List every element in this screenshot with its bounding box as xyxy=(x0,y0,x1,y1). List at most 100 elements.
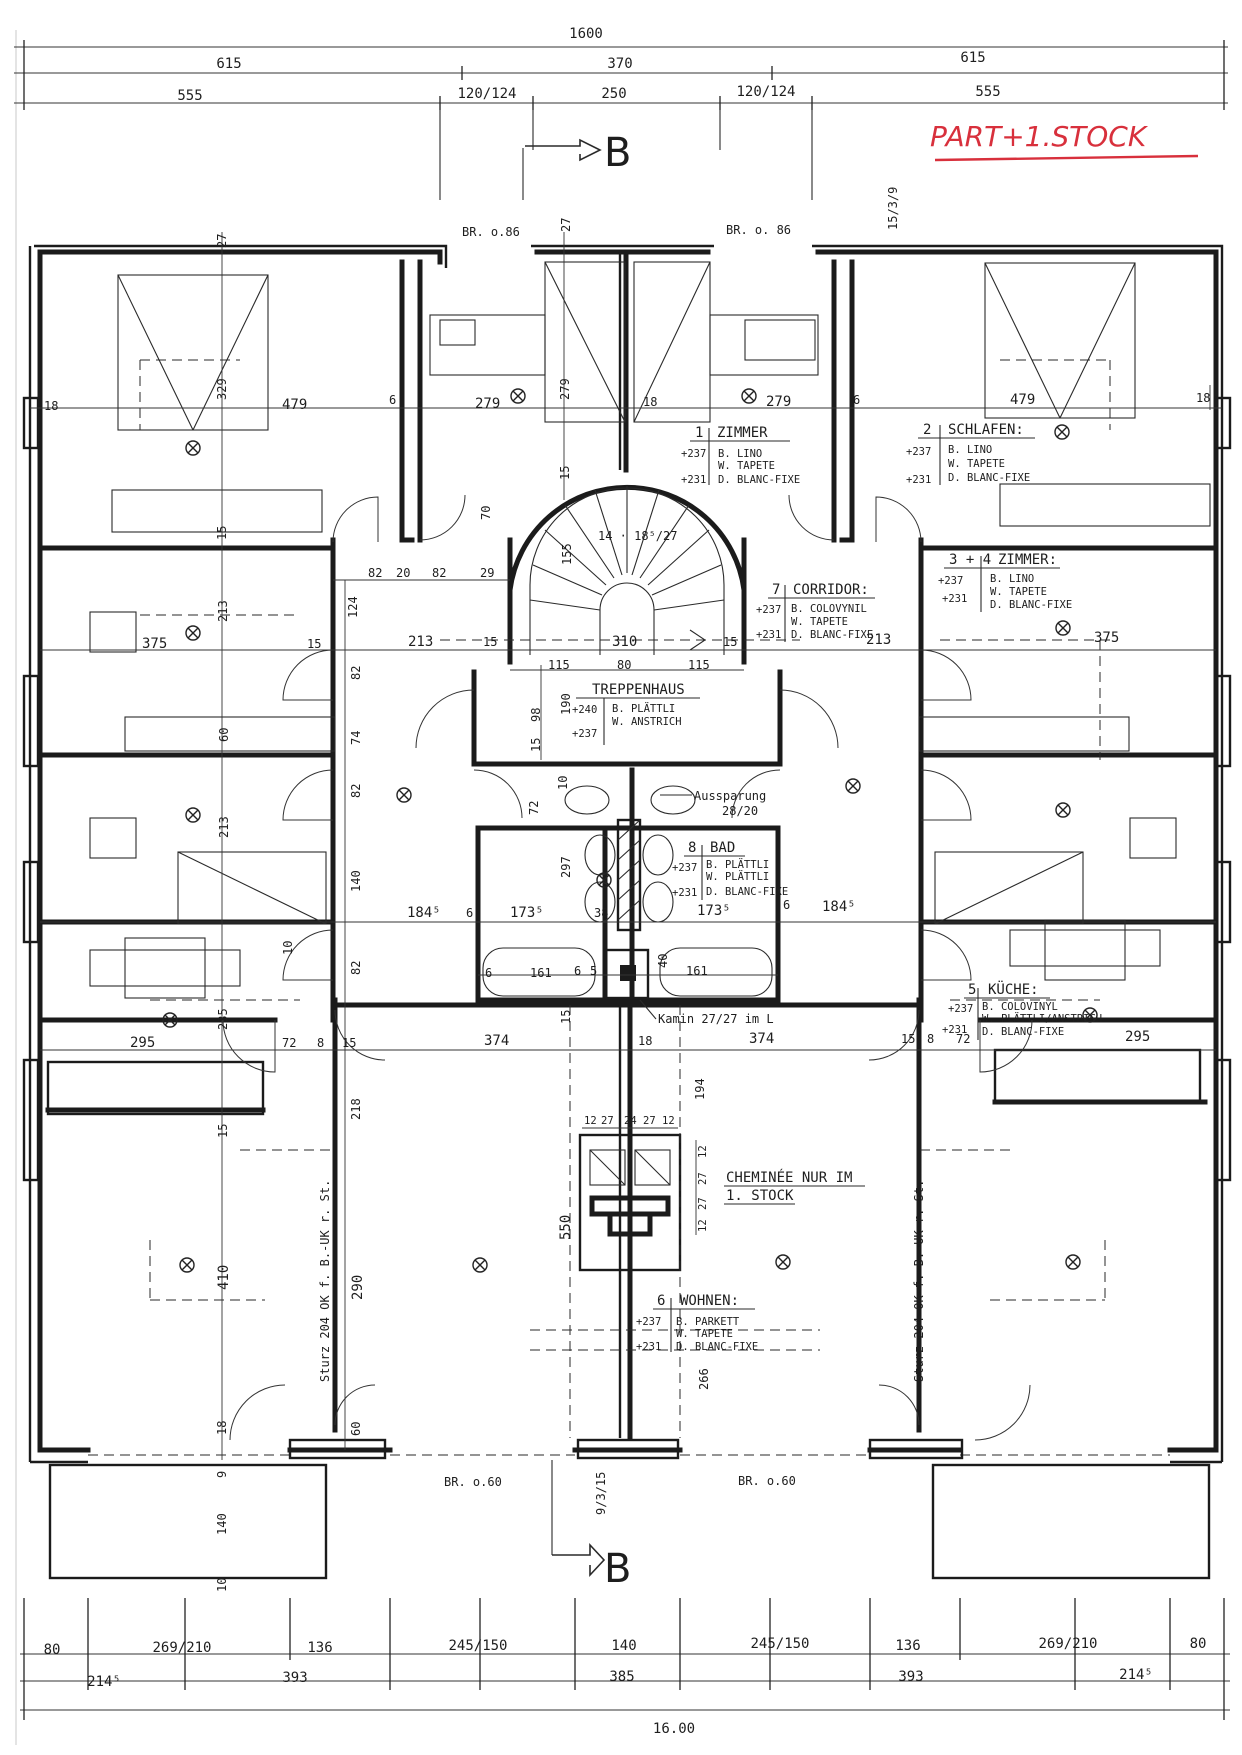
dim-74: 74 xyxy=(349,731,363,745)
room-bad-l2: W. PLÄTTLI xyxy=(706,870,769,883)
dim-173r: 173⁵ xyxy=(697,903,731,919)
room-treppenhaus-l2: W. ANSTRICH xyxy=(612,716,682,728)
dim-15c: 15 xyxy=(307,637,321,651)
dim-72: 72 xyxy=(527,801,541,815)
dim-115b: 115 xyxy=(688,658,710,672)
dim-213d: 213 xyxy=(217,816,231,838)
room-zimmer-l1: B. LINO xyxy=(718,448,762,460)
dim-15a: 15 xyxy=(558,466,572,480)
section-label-bottom: B xyxy=(604,1546,631,1592)
room-schlafen-name: SCHLAFEN: xyxy=(948,422,1024,438)
room-wohnen-l1-h: +237 xyxy=(636,1316,661,1328)
room-kueche-l1: B. COLOVINYL xyxy=(982,1001,1058,1013)
dim-161a: 161 xyxy=(530,966,552,980)
room-corridor-l1-h: +237 xyxy=(756,604,781,616)
dim-615-right: 615 xyxy=(960,50,985,66)
cdim-12b: 12 xyxy=(662,1115,675,1127)
room-zimmer-l1-h: +237 xyxy=(681,448,706,460)
room-kueche-number: 5 xyxy=(968,982,976,998)
dim-82c: 82 xyxy=(349,666,363,680)
room-zimmer34-l3: D. BLANC-FIXE xyxy=(990,599,1072,611)
dim-115a: 115 xyxy=(548,658,570,672)
dim-82e: 82 xyxy=(349,961,363,975)
dim-15-3-9: 15/3/9 xyxy=(886,187,900,230)
dim-15l: 15 xyxy=(342,1036,356,1050)
room-wohnen-number: 6 xyxy=(657,1293,665,1309)
cdim-24: 24 xyxy=(624,1115,637,1127)
room-zimmer-l3: D. BLANC-FIXE xyxy=(718,474,800,486)
dim-120-124-right: 120/124 xyxy=(736,84,795,100)
dim-38: 38 xyxy=(594,906,608,920)
dim-295r: 295 xyxy=(1125,1029,1150,1045)
dim-555-left: 555 xyxy=(177,88,202,104)
dim-550: 550 xyxy=(558,1215,574,1240)
stair-note: 14 · 18⁵/27 xyxy=(598,529,677,543)
dim-total: 1600 xyxy=(569,26,603,42)
bdim-80l: 80 xyxy=(44,1642,61,1658)
room-bad: 8 BAD +237 B. PLÄTTLI W. PLÄTTLI +231 D.… xyxy=(672,840,788,900)
dim-80: 80 xyxy=(617,658,631,672)
staircase xyxy=(529,486,725,655)
room-zimmer34-l1: B. LINO xyxy=(990,573,1034,585)
dim-374l: 374 xyxy=(484,1033,509,1049)
exterior-walls xyxy=(22,244,1232,1464)
section-mark-top: B xyxy=(522,130,631,200)
dim-98: 98 xyxy=(529,708,543,722)
dim-18m: 18 xyxy=(638,1034,652,1048)
room-kueche-l2: W. PLÄTTLI/ANSTRICH xyxy=(982,1012,1102,1025)
dim-6d: 6 xyxy=(783,898,790,912)
room-schlafen-l1-h: +237 xyxy=(906,446,931,458)
bdim-269-210r: 269/210 xyxy=(1038,1636,1097,1652)
sturz-note-left: Sturz 204 OK f. B.-UK r. St. xyxy=(318,1180,332,1382)
cheminee-note-1: CHEMINÉE NUR IM xyxy=(726,1169,852,1186)
dim-310: 310 xyxy=(612,634,637,650)
dim-6c: 6 xyxy=(466,906,473,920)
cdim-12w: 12 xyxy=(697,1219,709,1232)
room-wohnen-name: WOHNEN: xyxy=(680,1293,739,1309)
bdim-214r: 214⁵ xyxy=(1119,1667,1153,1683)
room-wohnen-l3: D. BLANC-FIXE xyxy=(676,1341,758,1353)
room-schlafen-l3-h: +231 xyxy=(906,474,931,486)
dim-615-left: 615 xyxy=(216,56,241,72)
room-zimmer34-l2: W. TAPETE xyxy=(990,586,1047,598)
room-treppenhaus-l1: B. PLÄTTLI xyxy=(612,702,675,715)
room-treppenhaus-name: TREPPENHAUS xyxy=(592,682,685,698)
bdim-245-150l: 245/150 xyxy=(448,1638,507,1654)
dim-15e: 15 xyxy=(723,635,737,649)
dim-9: 9 xyxy=(215,1471,229,1478)
room-bad-name: BAD xyxy=(710,840,735,856)
dim-161b: 161 xyxy=(686,964,708,978)
room-wohnen-l3-h: +231 xyxy=(636,1341,661,1353)
room-corridor: 7 CORRIDOR: +237 B. COLOVYNIL W. TAPETE … xyxy=(756,582,875,642)
dim-60b: 60 xyxy=(349,1422,363,1436)
dim-140b: 140 xyxy=(215,1513,229,1535)
section-label-top: B xyxy=(604,130,631,176)
dim-279a: 279 xyxy=(475,396,500,412)
room-kueche-l3: D. BLANC-FIXE xyxy=(982,1026,1064,1038)
opening-top-right: BR. o. 86 xyxy=(726,223,791,237)
dim-250: 250 xyxy=(601,86,626,102)
dim-194: 194 xyxy=(693,1078,707,1100)
inner-dimensions: 27 27 15/3/9 18 479 329 6 279 279 18 279… xyxy=(30,187,1222,1592)
room-schlafen-l1: B. LINO xyxy=(948,444,992,456)
dim-213c: 213 xyxy=(866,632,891,648)
kamin-note: Kamin 27/27 im L xyxy=(658,1012,774,1026)
dim-297: 297 xyxy=(559,856,573,878)
dim-173l: 173⁵ xyxy=(510,905,544,921)
dim-15g: 15 xyxy=(559,1010,573,1024)
room-wohnen-l1: B. PARKETT xyxy=(676,1316,740,1328)
room-zimmer34-l1-h: +237 xyxy=(938,575,963,587)
top-dimension-chain: 1600 615 370 615 555 120/124 250 120/124… xyxy=(14,26,1228,200)
dim-60: 60 xyxy=(217,728,231,742)
dim-18r: 18 xyxy=(1196,391,1210,405)
dim-5: 5 xyxy=(590,964,597,978)
cdim-27a: 27 xyxy=(601,1115,614,1127)
dim-6e: 6 xyxy=(485,966,492,980)
dim-374r: 374 xyxy=(749,1031,774,1047)
dim-266: 266 xyxy=(697,1368,711,1390)
dim-155: 155 xyxy=(560,543,574,565)
dim-8r: 8 xyxy=(927,1032,934,1046)
dim-218: 218 xyxy=(349,1098,363,1120)
cheminee-note-2: 1. STOCK xyxy=(726,1188,794,1204)
dim-15h: 15 xyxy=(216,1124,230,1138)
